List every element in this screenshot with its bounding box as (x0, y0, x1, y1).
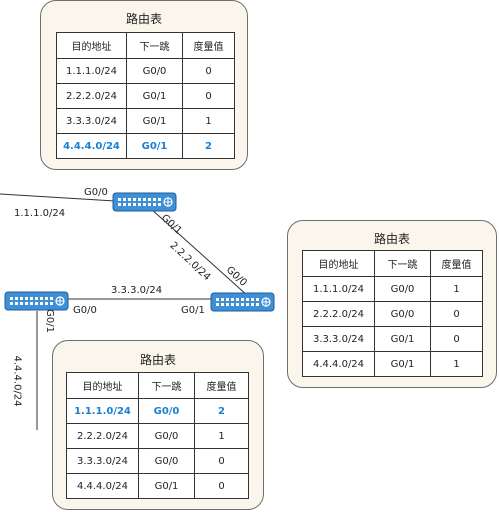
cell-destination: 4.4.4.0/24 (302, 351, 375, 377)
routing-table-top: 目的地址 下一跳 度量值 1.1.1.0/24 G0/0 0 2.2.2.0/2… (56, 32, 235, 159)
cell-metric: 0 (430, 326, 483, 352)
cell-metric: 2 (182, 133, 235, 159)
column-header-next-hop: 下一跳 (138, 372, 195, 399)
cell-next-hop: G0/1 (374, 326, 431, 352)
cell-destination: 3.3.3.0/24 (66, 448, 139, 474)
cell-destination: 1.1.1.0/24 (56, 58, 127, 84)
cell-metric: 1 (194, 423, 249, 449)
table-row: 3.3.3.0/24 G0/0 0 (66, 448, 249, 474)
r2-interface-g01-label: G0/1 (43, 309, 55, 333)
table-header-row: 目的地址 下一跳 度量值 (302, 250, 483, 277)
table-row-highlighted: 1.1.1.0/24 G0/0 2 (66, 398, 249, 424)
network-label-4: 4.4.4.0/24 (11, 355, 23, 407)
link-net1 (0, 193, 116, 202)
cell-metric: 0 (430, 301, 483, 327)
cell-destination: 2.2.2.0/24 (66, 423, 139, 449)
table-row: 1.1.1.0/24 G0/0 0 (56, 58, 235, 84)
cell-next-hop: G0/1 (126, 108, 183, 134)
cell-destination: 2.2.2.0/24 (56, 83, 127, 109)
cell-destination: 4.4.4.0/24 (56, 133, 127, 159)
cell-destination: 3.3.3.0/24 (302, 326, 375, 352)
cell-next-hop: G0/0 (374, 301, 431, 327)
cell-metric: 1 (430, 276, 483, 302)
cell-next-hop: G0/0 (374, 276, 431, 302)
cell-metric: 0 (182, 83, 235, 109)
cell-next-hop: G0/1 (126, 133, 183, 159)
column-header-destination: 目的地址 (66, 372, 139, 399)
cell-metric: 0 (182, 58, 235, 84)
table-row: 2.2.2.0/24 G0/1 0 (56, 83, 235, 109)
routing-table-right: 目的地址 下一跳 度量值 1.1.1.0/24 G0/0 1 2.2.2.0/2… (302, 250, 483, 377)
cell-metric: 0 (194, 448, 249, 474)
cell-next-hop: G0/1 (138, 473, 195, 499)
cell-next-hop: G0/0 (138, 448, 195, 474)
column-header-next-hop: 下一跳 (374, 250, 431, 277)
column-header-destination: 目的地址 (56, 32, 127, 59)
table-row: 1.1.1.0/24 G0/0 1 (302, 276, 483, 302)
cell-metric: 1 (430, 351, 483, 377)
cell-destination: 3.3.3.0/24 (56, 108, 127, 134)
r2-interface-g00-label: G0/0 (73, 305, 97, 316)
table-header-row: 目的地址 下一跳 度量值 (56, 32, 235, 59)
panel-title: 路由表 (373, 232, 410, 246)
table-row: 2.2.2.0/24 G0/0 1 (66, 423, 249, 449)
router-icon (210, 292, 275, 312)
cell-next-hop: G0/1 (126, 83, 183, 109)
column-header-next-hop: 下一跳 (126, 32, 183, 59)
cell-metric: 1 (182, 108, 235, 134)
cell-destination: 4.4.4.0/24 (66, 473, 139, 499)
table-row: 4.4.4.0/24 G0/1 1 (302, 351, 483, 377)
router-icon (112, 192, 177, 212)
r3-interface-g01-label: G0/1 (181, 305, 205, 316)
column-header-metric: 度量值 (430, 250, 483, 277)
cell-next-hop: G0/0 (138, 423, 195, 449)
table-row: 3.3.3.0/24 G0/1 1 (56, 108, 235, 134)
router-icon (4, 291, 69, 311)
column-header-metric: 度量值 (194, 372, 249, 399)
cell-destination: 2.2.2.0/24 (302, 301, 375, 327)
r1-interface-g00-label: G0/0 (84, 187, 108, 198)
network-label-3: 3.3.3.0/24 (111, 285, 163, 296)
cell-metric: 2 (194, 398, 249, 424)
column-header-metric: 度量值 (182, 32, 235, 59)
table-row: 2.2.2.0/24 G0/0 0 (302, 301, 483, 327)
cell-destination: 1.1.1.0/24 (66, 398, 139, 424)
table-row-highlighted: 4.4.4.0/24 G0/1 2 (56, 133, 235, 159)
panel-title: 路由表 (139, 353, 176, 367)
cell-next-hop: G0/0 (138, 398, 195, 424)
table-header-row: 目的地址 下一跳 度量值 (66, 372, 249, 399)
routing-table-bottom: 目的地址 下一跳 度量值 1.1.1.0/24 G0/0 2 2.2.2.0/2… (66, 372, 249, 499)
panel-title: 路由表 (125, 12, 162, 26)
cell-metric: 0 (194, 473, 249, 499)
table-row: 3.3.3.0/24 G0/1 0 (302, 326, 483, 352)
network-label-1: 1.1.1.0/24 (14, 208, 66, 219)
cell-next-hop: G0/0 (126, 58, 183, 84)
column-header-destination: 目的地址 (302, 250, 375, 277)
link-net2 (149, 207, 249, 297)
cell-destination: 1.1.1.0/24 (302, 276, 375, 302)
cell-next-hop: G0/1 (374, 351, 431, 377)
table-row: 4.4.4.0/24 G0/1 0 (66, 473, 249, 499)
